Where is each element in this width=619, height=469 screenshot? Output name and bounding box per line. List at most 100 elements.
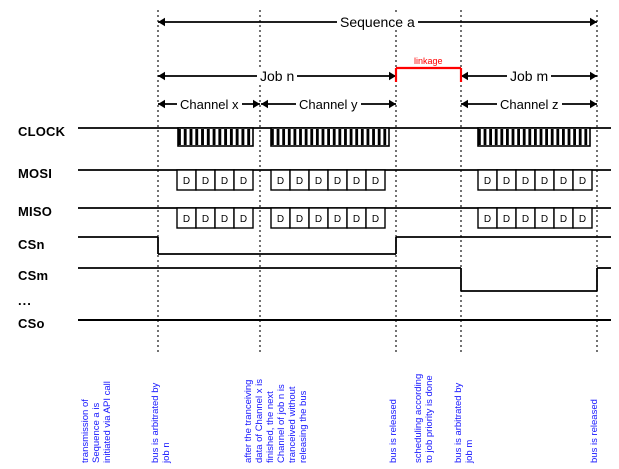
clock-pulse — [212, 129, 216, 145]
note-channel-x-finished-line: releasing the bus — [298, 390, 309, 463]
clock-pulse — [178, 129, 181, 145]
bracket-arrow-left-job-m — [461, 71, 468, 81]
data-cell-label: D — [221, 214, 228, 225]
note-transmission-initiated-line: transmission of — [80, 399, 91, 463]
data-cell-label: D — [202, 214, 209, 225]
data-cell-label: D — [560, 214, 567, 225]
clock-pulse — [247, 129, 251, 145]
clock-pulse — [567, 129, 571, 145]
note-scheduling-priority-line: to job priority is done — [424, 375, 435, 463]
bracket-label-job-m: Job m — [507, 68, 552, 84]
signal-label-MISO: MISO — [18, 204, 53, 219]
note-bus-arbitrated-job-n-line: bus is arbitrated by — [150, 382, 161, 463]
clock-pulse — [522, 129, 526, 145]
clock-pulse — [195, 129, 199, 145]
data-cell-label: D — [296, 214, 303, 225]
data-cell-label: D — [277, 176, 284, 187]
clock-pulse — [506, 129, 509, 145]
bracket-arrow-left-channel-x — [158, 99, 165, 109]
clock-pulse — [534, 129, 537, 145]
clock-pulse — [556, 129, 560, 145]
bracket-label-job-n: Job n — [257, 68, 298, 84]
data-cell-MISO — [233, 207, 254, 229]
data-cell-label: D — [334, 214, 341, 225]
data-cell-MOSI — [233, 169, 254, 191]
bracket-arrow-right-sequence-a — [590, 17, 597, 27]
clock-pulse — [293, 129, 297, 145]
bracket-arrow-left-channel-z — [461, 99, 468, 109]
signal-label-ellipsis: ... — [18, 293, 32, 308]
clock-pulse — [500, 129, 504, 145]
clock-pulse — [299, 129, 302, 145]
clock-pulse — [332, 129, 336, 145]
bracket-arrow-right-channel-x — [253, 99, 260, 109]
data-cell-label: D — [315, 214, 322, 225]
signal-label-CSo: CSo — [18, 316, 45, 331]
data-cell-label: D — [221, 176, 228, 187]
bracket-label-channel-x: Channel x — [177, 97, 242, 112]
note-bus-arbitrated-job-m-line: job m — [464, 439, 475, 463]
clock-pulse — [511, 129, 515, 145]
clock-pulse — [478, 129, 481, 145]
bracket-label-channel-z: Channel z — [497, 97, 562, 112]
data-cell-label: D — [522, 214, 529, 225]
clock-pulse — [276, 129, 280, 145]
clock-pulse — [189, 129, 193, 145]
data-cell-MOSI — [572, 169, 593, 191]
data-cell-label: D — [315, 176, 322, 187]
clock-pulse — [338, 129, 342, 145]
bracket-arrow-left-channel-y — [261, 99, 268, 109]
clock-pulse — [539, 129, 543, 145]
clock-pulse — [545, 129, 548, 145]
clock-pulse — [235, 129, 239, 145]
clock-pulse — [271, 129, 274, 145]
clock-pulse — [304, 129, 308, 145]
linkage-label: linkage — [412, 56, 445, 66]
note-scheduling-priority-line: scheduling according — [413, 373, 424, 463]
data-cell-label: D — [372, 176, 379, 187]
clock-pulse — [321, 129, 325, 145]
signal-label-CSn: CSn — [18, 237, 45, 252]
note-channel-x-finished-line: data of Channel x is — [254, 379, 265, 463]
clock-pulse — [224, 129, 228, 145]
note-bus-arbitrated-job-m-line: bus is arbitrated by — [453, 382, 464, 463]
data-cell-label: D — [560, 176, 567, 187]
signal-label-CLOCK: CLOCK — [18, 124, 66, 139]
bracket-arrow-left-sequence-a — [158, 17, 165, 27]
bracket-arrow-left-job-n — [158, 71, 165, 81]
clock-pulse — [528, 129, 532, 145]
bracket-label-sequence-a: Sequence a — [337, 14, 418, 30]
note-bus-released-2: bus is released — [589, 343, 600, 463]
clock-pulse — [315, 129, 319, 145]
clock-pulse — [327, 129, 330, 145]
data-cell-label: D — [353, 176, 360, 187]
data-cell-label: D — [484, 176, 491, 187]
note-transmission-initiated-line: Sequence a is — [91, 402, 102, 463]
clock-pulse — [201, 129, 204, 145]
data-cell-label: D — [484, 214, 491, 225]
clock-pulse — [372, 129, 375, 145]
data-cell-label: D — [353, 214, 360, 225]
clock-pulse — [310, 129, 314, 145]
note-channel-x-finished-line: tranceived without — [287, 386, 298, 463]
clock-pulse — [287, 129, 291, 145]
clock-pulse — [517, 129, 520, 145]
note-bus-released-2-line: bus is released — [589, 399, 600, 463]
note-channel-x-finished-line: after the tranceiving — [243, 379, 254, 463]
bracket-arrow-right-channel-y — [389, 99, 396, 109]
data-cell-label: D — [240, 214, 247, 225]
data-cell-label: D — [541, 176, 548, 187]
clock-pulse — [360, 129, 364, 145]
clock-pulse — [183, 129, 187, 145]
data-cell-label: D — [503, 214, 510, 225]
clock-pulse — [383, 129, 387, 145]
clock-pulse — [377, 129, 381, 145]
clock-pulse — [483, 129, 487, 145]
clock-pulse — [578, 129, 582, 145]
clock-pulse — [366, 129, 370, 145]
